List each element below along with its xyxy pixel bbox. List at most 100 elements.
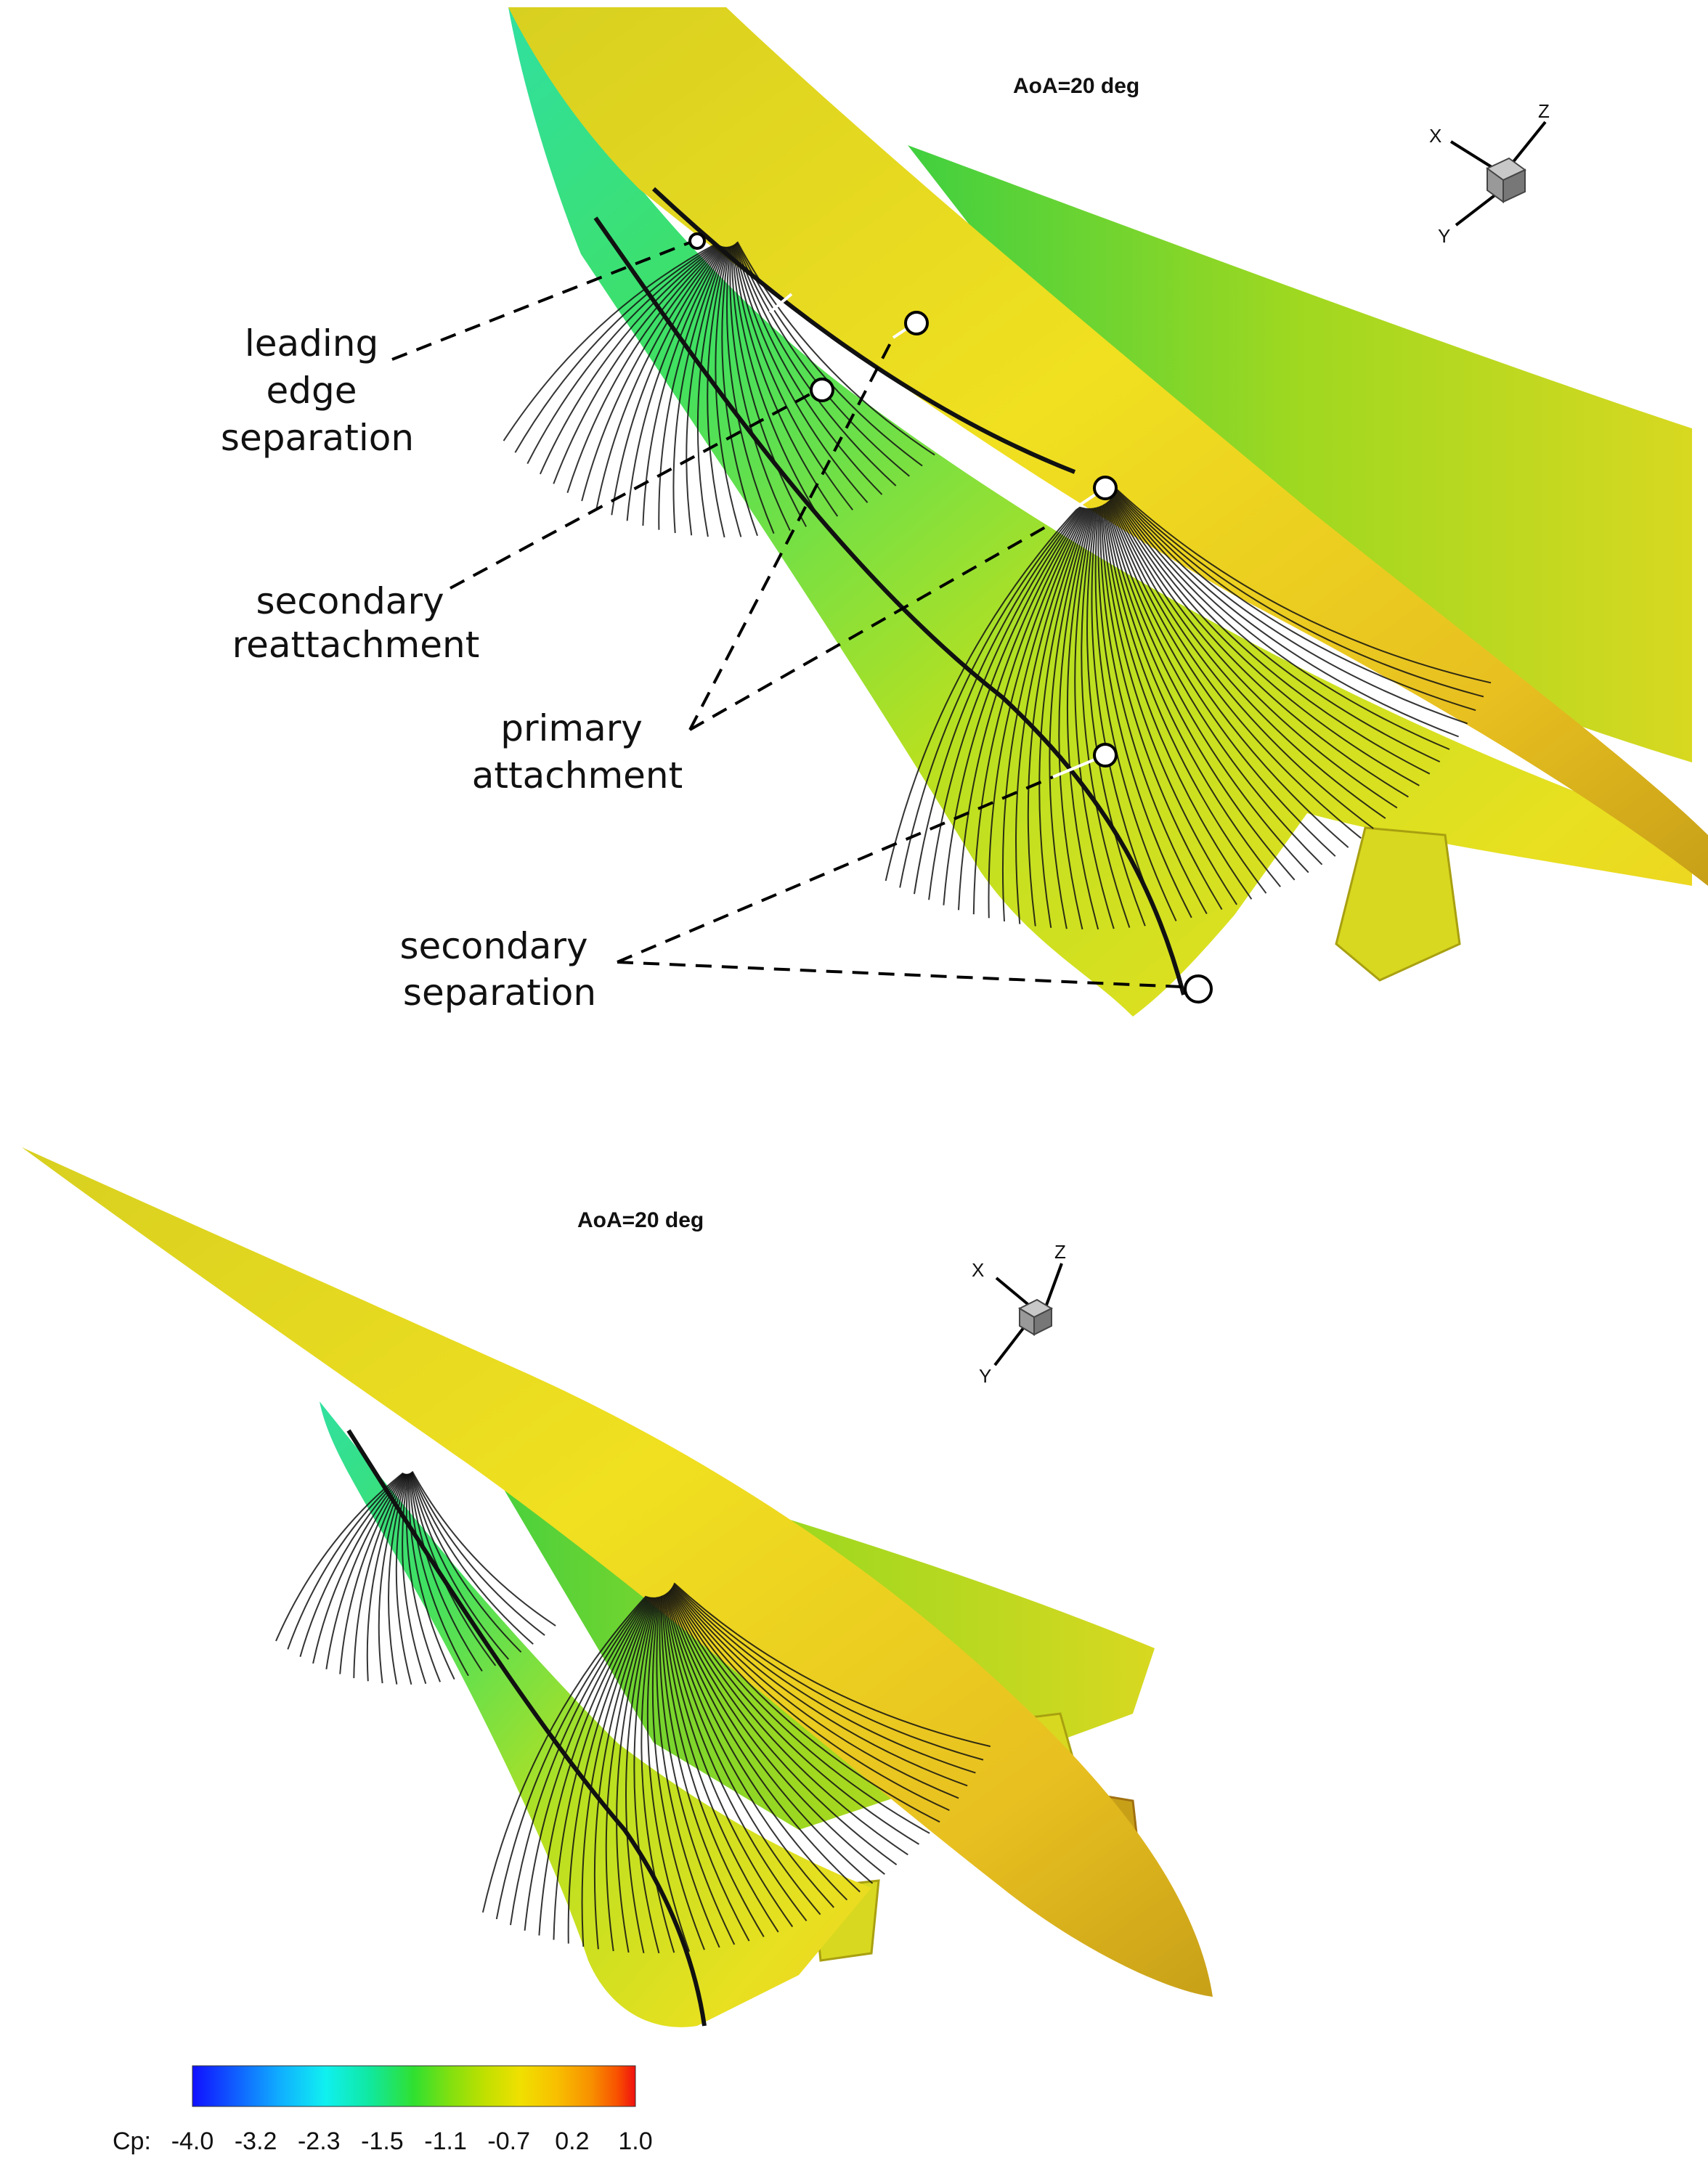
streamline	[972, 508, 1086, 915]
streamline	[673, 1583, 984, 1761]
streamline	[1049, 508, 1092, 929]
streamline	[395, 1473, 412, 1685]
streamline	[736, 241, 935, 456]
streamline	[651, 1596, 705, 1950]
top-main-wing	[508, 7, 1692, 1017]
streamline	[410, 1472, 534, 1645]
streamline	[616, 1597, 656, 1953]
streamline	[667, 1592, 861, 1893]
streamline	[1058, 508, 1094, 930]
streamline	[671, 1587, 950, 1812]
streamline	[672, 1584, 968, 1787]
streamline	[1115, 490, 1476, 712]
streamline	[721, 246, 758, 537]
top-annotation-leaders	[391, 240, 1199, 989]
streamline	[526, 243, 719, 465]
top-axis-triad: X Z Y	[1429, 100, 1550, 247]
streamline	[411, 1470, 556, 1626]
bottom-title: AoA=20 deg	[577, 1208, 704, 1232]
top-marker-secondary-reattachment	[810, 378, 834, 402]
streamline	[1097, 506, 1192, 919]
streamline	[405, 1473, 442, 1682]
streamline	[662, 1595, 779, 1933]
streamline	[1105, 503, 1296, 881]
streamline	[673, 1582, 991, 1748]
streamline	[1115, 489, 1484, 698]
streamline	[665, 1593, 834, 1908]
streamline	[1105, 502, 1309, 874]
streamline	[1110, 498, 1386, 819]
bottom-axis-x-label: X	[972, 1259, 984, 1281]
streamline	[1099, 506, 1208, 914]
streamline	[514, 243, 718, 453]
streamline	[1101, 505, 1237, 905]
streamline	[664, 1594, 808, 1922]
streamline	[1086, 507, 1146, 927]
streamline	[1103, 504, 1267, 894]
streamline	[409, 1473, 483, 1672]
streamline	[1111, 497, 1409, 798]
bottom-streamlines	[275, 1470, 991, 1954]
streamline	[884, 505, 1081, 882]
colorbar-tick-label: -3.2	[235, 2128, 277, 2155]
bottom-separation-line	[346, 1429, 707, 2027]
bottom-axis-triad: X Z Y	[972, 1241, 1066, 1387]
streamline	[1112, 495, 1420, 786]
streamline	[928, 507, 1083, 900]
streamline	[411, 1471, 545, 1636]
streamline	[733, 244, 853, 510]
top-marker-secondary-separation-2	[1184, 974, 1213, 1003]
streamline	[663, 1595, 794, 1928]
streamline	[567, 1597, 652, 1944]
streamline	[1102, 505, 1253, 900]
streamline	[538, 1596, 651, 1936]
label-secondary-reattachment: secondary reattachment	[232, 580, 480, 666]
streamline	[734, 243, 883, 495]
streamline	[1113, 494, 1431, 775]
streamline	[672, 246, 726, 534]
streamline	[553, 244, 720, 484]
streamline	[696, 246, 728, 537]
streamline	[733, 244, 869, 503]
streamline	[672, 1584, 976, 1774]
streamline	[664, 1593, 821, 1915]
streamline	[581, 1597, 653, 1947]
streamline	[626, 246, 724, 521]
streamline	[581, 245, 722, 502]
colorbar-tick-label: -2.3	[298, 2128, 341, 2155]
streamline	[1081, 507, 1131, 928]
top-engine-nacelle	[1335, 826, 1461, 982]
top-axis-y-label: Y	[1438, 225, 1450, 247]
bottom-axis-y-label: Y	[979, 1365, 991, 1387]
streamline	[662, 1595, 765, 1937]
streamline	[686, 246, 728, 536]
top-panel: AoA=20 deg X Z Y	[221, 7, 1708, 1017]
streamline	[287, 1473, 404, 1650]
streamline	[667, 1591, 874, 1884]
streamline	[668, 1590, 898, 1865]
streamline	[566, 245, 721, 494]
streamline	[1113, 493, 1450, 750]
top-primary-attachment-line	[651, 187, 1076, 474]
streamline	[299, 1473, 404, 1657]
streamline	[1074, 508, 1115, 929]
top-title: AoA=20 deg	[1013, 74, 1139, 98]
streamline	[1015, 508, 1089, 924]
top-marker-primary-attachment-2	[1093, 476, 1118, 500]
colorbar-tick-label: 0.2	[555, 2128, 589, 2155]
streamline	[366, 1473, 407, 1682]
streamline	[1094, 506, 1177, 921]
streamline	[625, 1597, 656, 1954]
streamline	[388, 1473, 408, 1685]
colorbar-tick-label: -1.1	[424, 2128, 467, 2155]
top-axis-x-label: X	[1429, 125, 1441, 147]
top-streamlines	[503, 241, 1492, 930]
streamline	[495, 1595, 648, 1920]
streamline	[275, 1472, 404, 1642]
streamline	[707, 246, 729, 538]
colorbar-tick-label: -4.0	[171, 2128, 214, 2155]
streamline	[1106, 502, 1323, 866]
streamline	[670, 1589, 920, 1845]
streamline	[410, 1472, 522, 1653]
